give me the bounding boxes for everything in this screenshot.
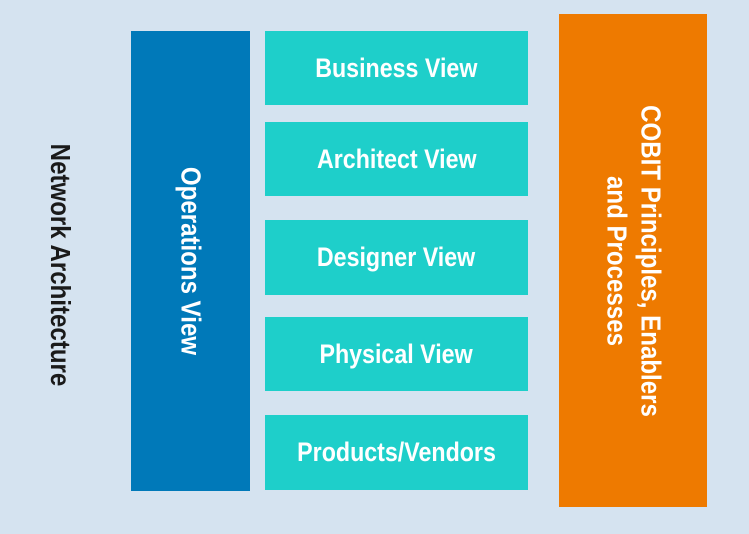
physical-view-box: Physical View [265, 317, 528, 391]
cobit-box: COBIT Principles, Enablers and Processes [559, 14, 707, 507]
cobit-label: COBIT Principles, Enablers and Processes [599, 105, 667, 417]
products-vendors-label: Products/Vendors [297, 437, 496, 467]
business-view-box: Business View [265, 31, 528, 105]
business-view-label: Business View [315, 52, 478, 83]
operations-view-label: Operations View [175, 166, 207, 356]
physical-view-label: Physical View [319, 338, 474, 369]
network-architecture-label: Network Architecture [45, 143, 76, 387]
cobit-label-line2: and Processes [601, 175, 632, 346]
products-vendors-box: Products/Vendors [265, 415, 528, 490]
architect-view-box: Architect View [265, 122, 528, 196]
designer-view-box: Designer View [265, 220, 528, 295]
architect-view-label: Architect View [316, 143, 477, 174]
cobit-label-line1: COBIT Principles, Enablers [635, 104, 666, 417]
operations-view-box: Operations View [131, 31, 250, 491]
designer-view-label: Designer View [317, 242, 476, 272]
